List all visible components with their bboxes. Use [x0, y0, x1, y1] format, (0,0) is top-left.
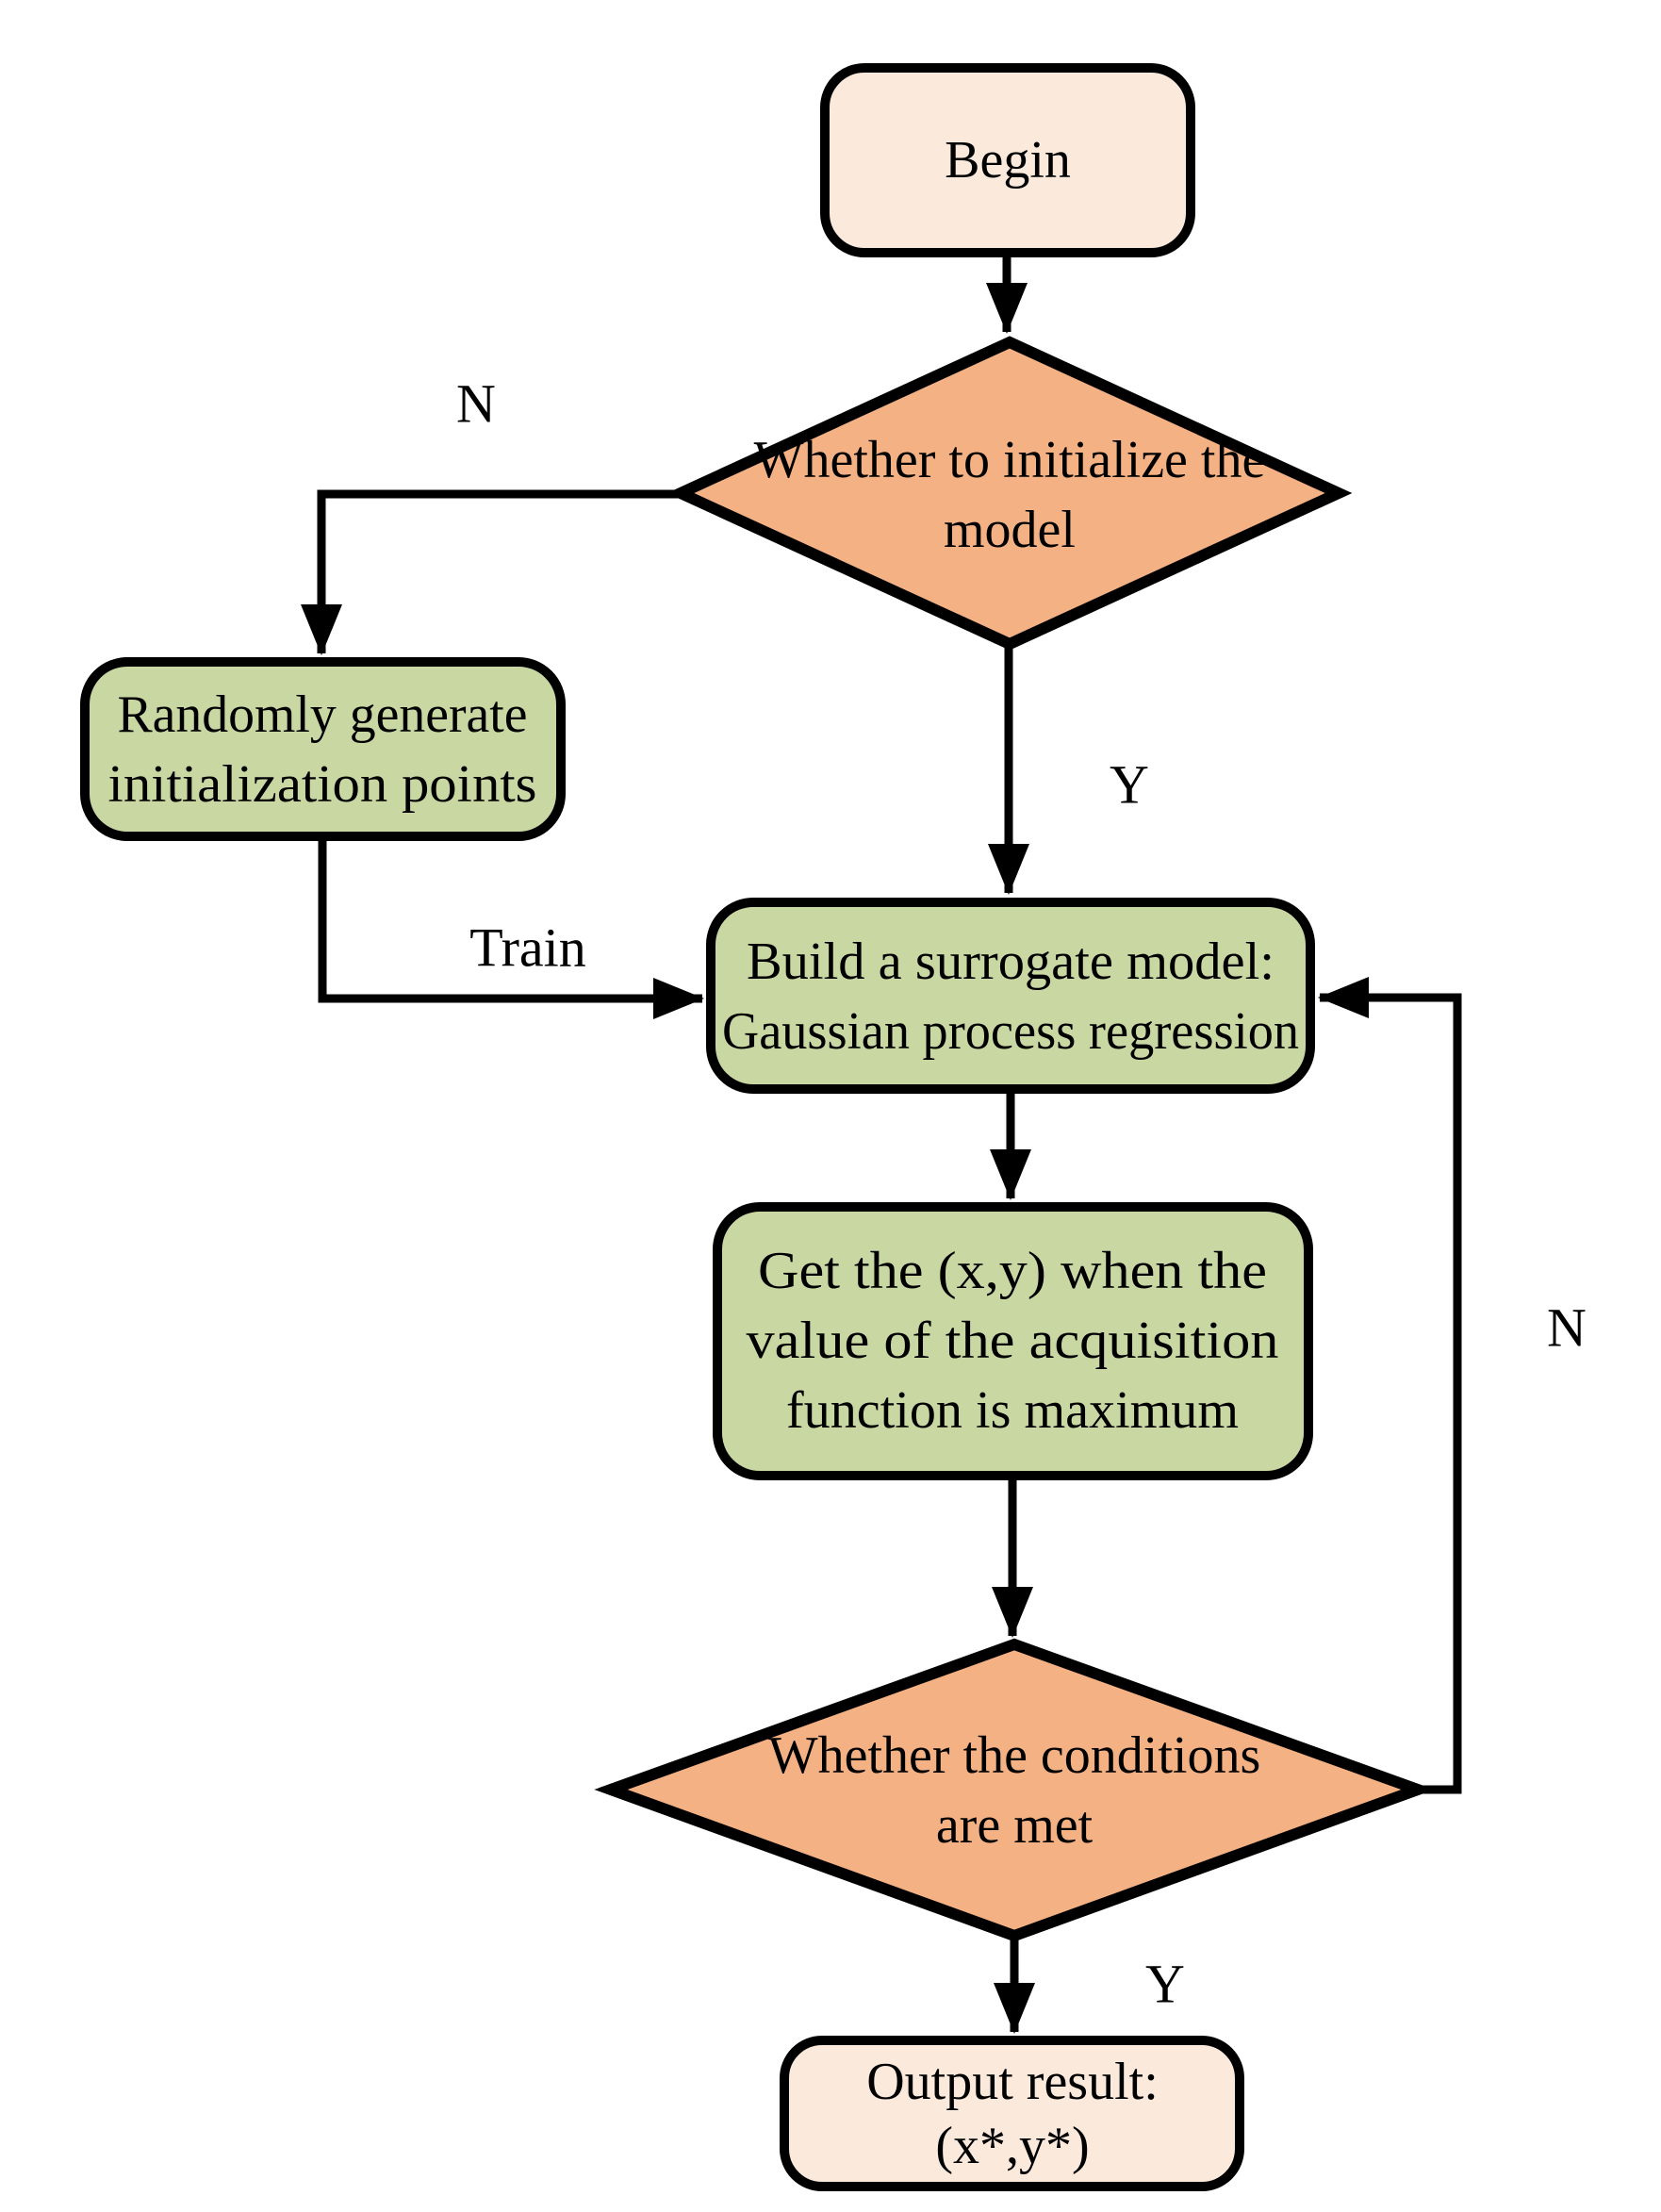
condition-decision-shape	[594, 1638, 1435, 1942]
acquisition-node: Get the (x,y) when the value of the acqu…	[713, 1202, 1313, 1480]
acquisition-label-line1: Get the (x,y) when the	[758, 1242, 1267, 1300]
random-points-node: Randomly generate initialization points	[80, 657, 566, 841]
random-points-shape	[80, 657, 566, 841]
begin-node: Begin	[820, 63, 1195, 257]
begin-node-label: Begin	[945, 131, 1071, 190]
init-decision-shape	[666, 336, 1353, 651]
label-init-no: N	[456, 373, 496, 435]
init-decision-label-line1: Whether to initialize the	[754, 431, 1266, 489]
condition-decision-label-line1: Whether the conditions	[768, 1726, 1261, 1785]
surrogate-label-line2: Gaussian process regression	[722, 1002, 1299, 1061]
random-points-label-line2: initialization points	[108, 755, 537, 814]
surrogate-shape	[706, 898, 1315, 1094]
acquisition-shape	[713, 1202, 1313, 1480]
begin-node-shape	[820, 63, 1195, 257]
surrogate-node: Build a surrogate model: Gaussian proces…	[706, 898, 1315, 1094]
acquisition-label-line2: value of the acquisition	[747, 1312, 1279, 1370]
label-condition-yes: Y	[1145, 1954, 1185, 2015]
condition-decision-node: Whether the conditions are met	[594, 1638, 1435, 1942]
edge-train	[318, 836, 704, 1019]
edge-condition-no-loop	[1318, 977, 1462, 1794]
label-condition-no: N	[1547, 1297, 1587, 1359]
output-node: Output result: (x*,y*)	[780, 2036, 1244, 2191]
label-init-yes: Y	[1110, 754, 1149, 816]
output-label-line1: Output result:	[866, 2053, 1159, 2111]
init-decision-label-line2: model	[944, 501, 1076, 559]
surrogate-label-line1: Build a surrogate model:	[747, 933, 1275, 991]
output-shape	[780, 2036, 1244, 2191]
acquisition-label-line3: function is maximum	[786, 1381, 1239, 1440]
label-train: Train	[469, 917, 586, 979]
edge-init-no-branch	[301, 489, 681, 655]
random-points-label-line1: Randomly generate	[118, 685, 528, 744]
init-decision-node: Whether to initialize the model	[666, 336, 1353, 651]
output-label-line2: (x*,y*)	[935, 2117, 1089, 2175]
condition-decision-label-line2: are met	[936, 1796, 1094, 1855]
